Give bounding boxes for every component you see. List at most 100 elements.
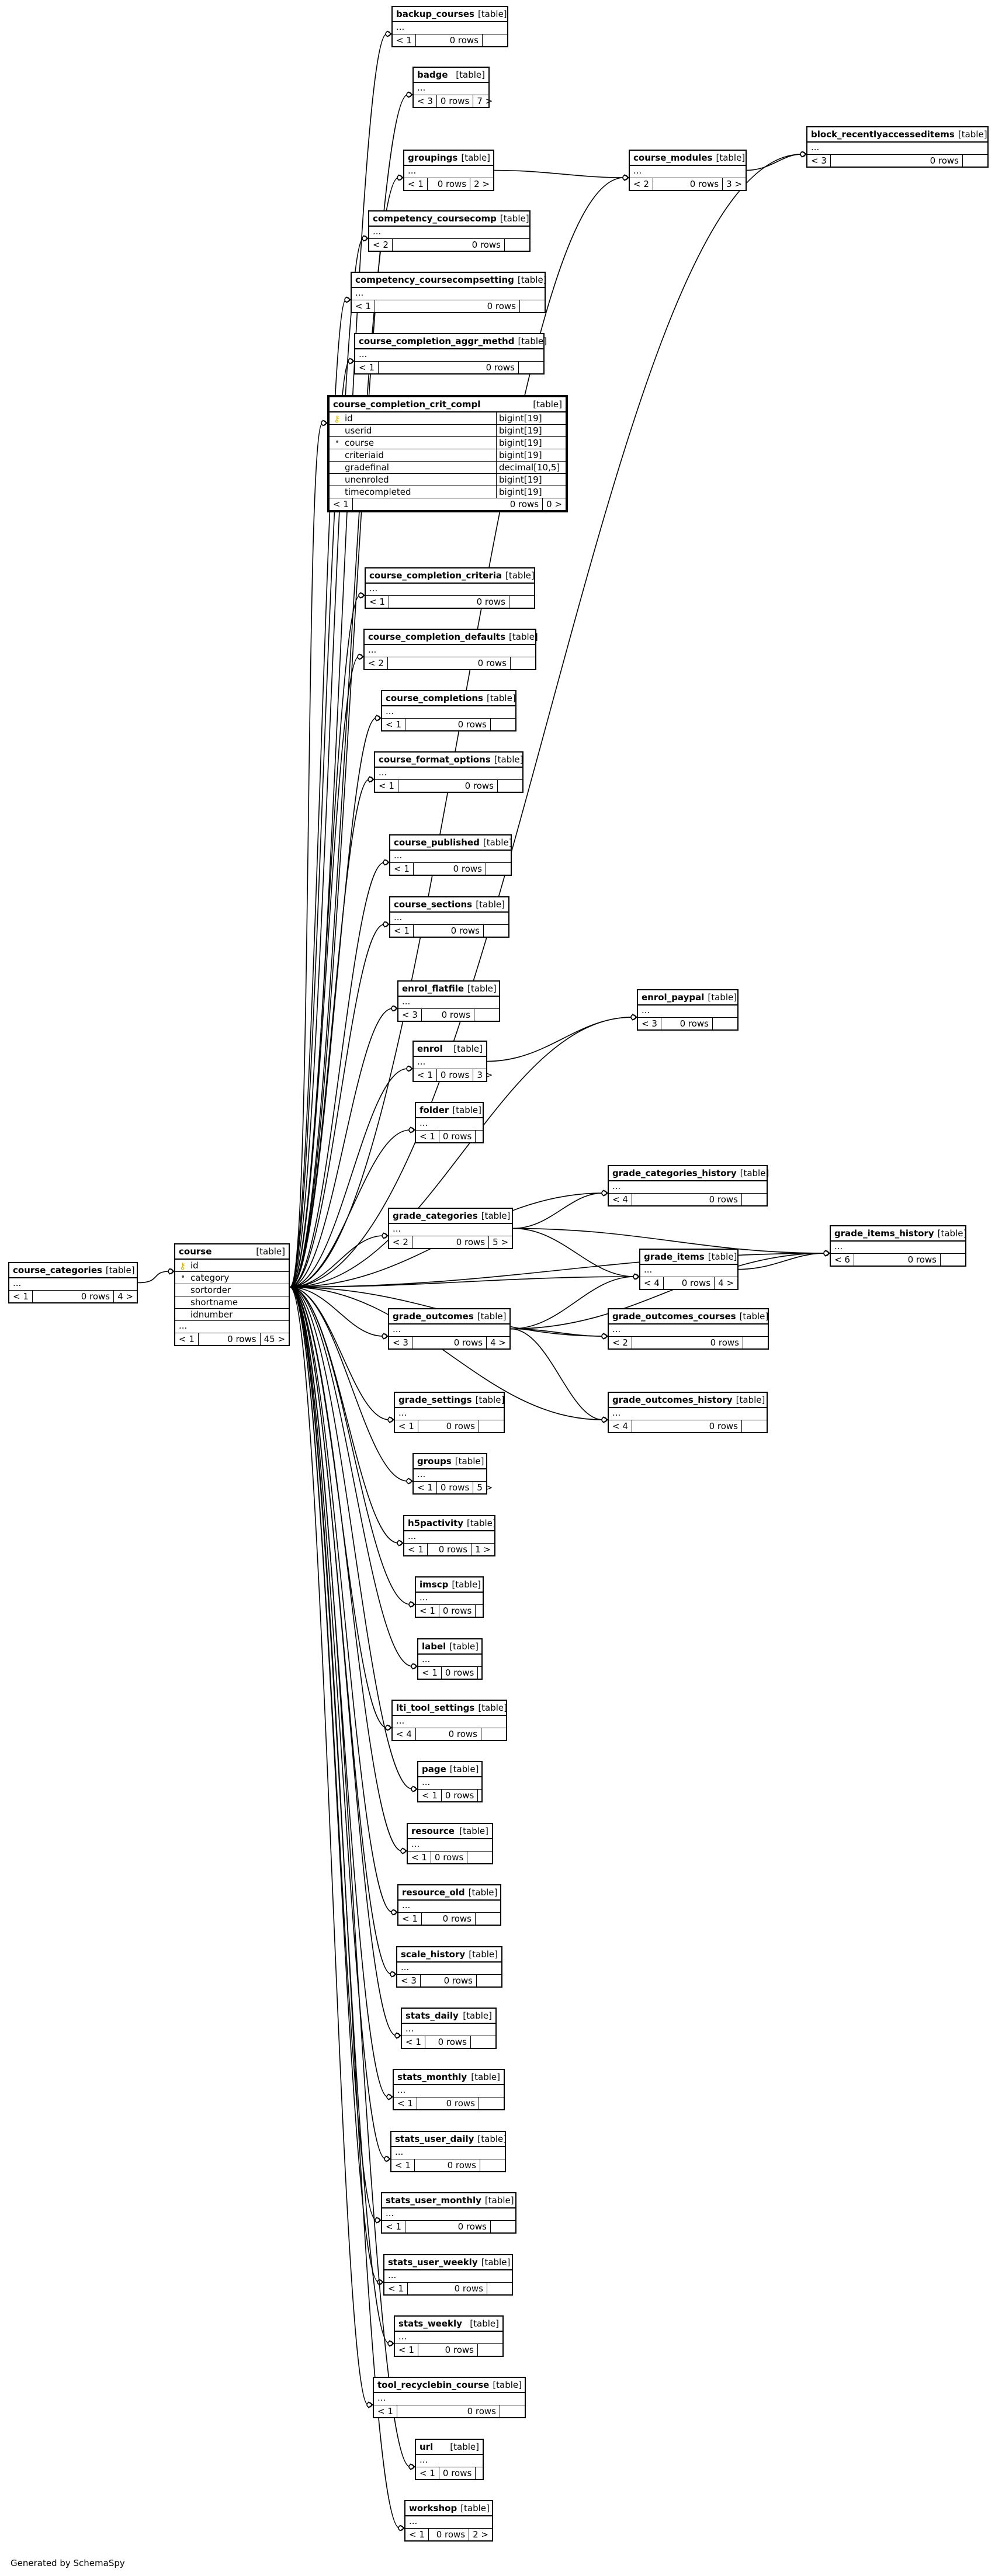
child-count: 5 > bbox=[493, 1237, 508, 1247]
columns-ellipsis: ... bbox=[609, 1325, 768, 1337]
child-count: 1 > bbox=[475, 1544, 491, 1555]
table-type-label: [table] bbox=[456, 70, 485, 80]
table-name: course bbox=[179, 1246, 212, 1257]
table-competency-coursecompsetting[interactable]: competency_coursecompsetting[table]...< … bbox=[351, 272, 547, 313]
table-type-label: [table] bbox=[256, 1246, 285, 1257]
table-header: stats_user_weekly[table] bbox=[384, 2255, 512, 2270]
table-header: enrol_paypal[table] bbox=[638, 990, 737, 1006]
table-header: badge [table] bbox=[414, 68, 488, 83]
columns-ellipsis: ... bbox=[355, 349, 543, 362]
row-count: 0 rows bbox=[199, 1333, 261, 1345]
row-count: 0 rows bbox=[439, 1605, 476, 1617]
relationship-line bbox=[289, 1287, 408, 1482]
table-name: course_categories bbox=[13, 1265, 102, 1275]
table-type-label: [table] bbox=[477, 1311, 507, 1322]
child-count bbox=[742, 1420, 767, 1432]
column-row: idnumber bbox=[175, 1309, 289, 1321]
child-count bbox=[479, 1420, 504, 1432]
row-count: 0 rows bbox=[388, 657, 511, 669]
table-type-label: [table] bbox=[486, 693, 516, 703]
row-count: 0 rows bbox=[831, 155, 963, 167]
row-count: 0 rows bbox=[421, 1975, 477, 1986]
table-type-label: [table] bbox=[105, 1265, 135, 1275]
table-header: course_completion_defaults[table] bbox=[365, 630, 538, 645]
row-count: 0 rows bbox=[439, 2467, 476, 2479]
child-count bbox=[519, 362, 543, 373]
parent-count: < 1 bbox=[384, 2283, 408, 2294]
column-name: •category bbox=[175, 1272, 289, 1284]
table-block-recentlyaccesseditems[interactable]: block_recentlyaccesseditems[table]...< 3… bbox=[806, 126, 989, 168]
columns-ellipsis: ... bbox=[369, 227, 529, 239]
table-type-label: [table] bbox=[958, 129, 987, 140]
table-header: h5pactivity[table] bbox=[404, 1516, 496, 1531]
table-name: block_recentlyaccesseditems bbox=[811, 129, 955, 140]
child-count bbox=[476, 1131, 500, 1142]
columns-ellipsis: ... bbox=[418, 1655, 481, 1667]
table-type-label: [table] bbox=[455, 1456, 484, 1466]
columns-ellipsis: ... bbox=[630, 166, 746, 178]
table-name: grade_outcomes bbox=[393, 1311, 474, 1322]
table-course-completion-aggr-methd[interactable]: course_completion_aggr_methd[table]...< … bbox=[354, 333, 547, 375]
table-type-label: [table] bbox=[470, 2318, 499, 2329]
parent-count: < 1 bbox=[175, 1333, 199, 1345]
columns-ellipsis: ... bbox=[175, 1321, 289, 1333]
columns-ellipsis: ... bbox=[414, 1469, 486, 1482]
parent-count: < 1 bbox=[414, 1069, 437, 1081]
table-header: url[table] bbox=[416, 2440, 483, 2455]
column-type: bigint[19] bbox=[496, 486, 566, 498]
row-count: 0 rows bbox=[416, 1728, 481, 1740]
columns-ellipsis: ... bbox=[9, 1278, 137, 1291]
parent-count: < 1 bbox=[418, 1667, 442, 1679]
child-count: 4 > bbox=[490, 1337, 506, 1348]
table-name: badge bbox=[417, 70, 448, 80]
columns-ellipsis: ... bbox=[375, 768, 522, 780]
